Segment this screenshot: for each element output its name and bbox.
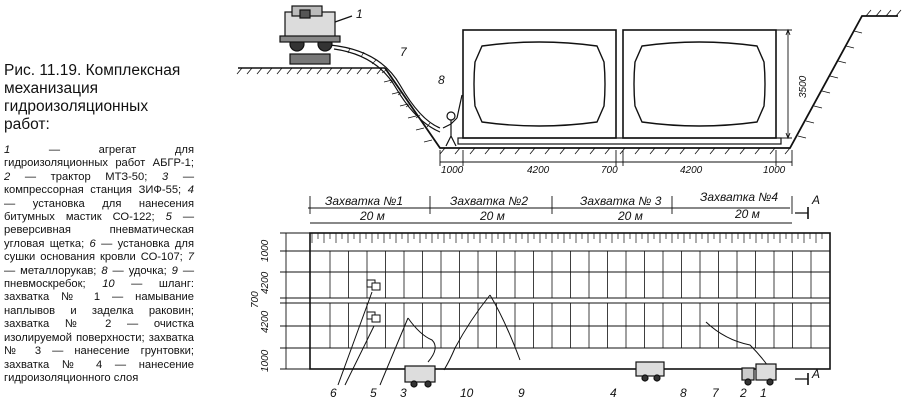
legend-item-9: 9 — пневмоскребок; xyxy=(4,264,195,291)
zone-4-length: 20 м xyxy=(734,207,760,221)
callout-7: 7 xyxy=(712,386,720,400)
svg-text:1000: 1000 xyxy=(260,239,271,262)
legend-item-2: 2 — трактор МТЗ-50; xyxy=(4,170,148,183)
svg-text:А: А xyxy=(811,193,820,207)
svg-text:1000: 1000 xyxy=(763,165,786,176)
slope-hatch-right xyxy=(797,9,902,139)
callout-9: 9 xyxy=(518,386,525,400)
slope-hatch-left xyxy=(383,79,433,143)
zone-3-label: Захватка № 3 xyxy=(580,194,662,208)
legend-item-1: 1 — агрегат для гидроизоляционных работ … xyxy=(4,144,194,170)
label-1-top: 1 xyxy=(356,7,363,21)
ground-hatch-left xyxy=(236,67,383,75)
zone-3-length: 20 м xyxy=(617,209,643,223)
callout-8: 8 xyxy=(680,386,687,400)
height-dim xyxy=(774,29,792,139)
label-8-top: 8 xyxy=(438,73,445,87)
culvert-left xyxy=(462,29,617,139)
svg-text:1000: 1000 xyxy=(441,165,464,176)
plan-view xyxy=(280,196,831,385)
pit-bottom-hatch xyxy=(439,147,791,155)
svg-text:4200: 4200 xyxy=(680,165,703,176)
svg-text:4200: 4200 xyxy=(260,310,271,333)
legend-item-5: 5 — реверсивная пневматическая угловая щ… xyxy=(4,211,195,250)
callout-10: 10 xyxy=(460,386,474,400)
bottom-dim-line xyxy=(439,150,793,166)
culvert-right xyxy=(622,29,777,139)
base-slab xyxy=(457,137,782,145)
svg-text:700: 700 xyxy=(250,291,261,308)
svg-text:4200: 4200 xyxy=(527,165,550,176)
svg-text:700: 700 xyxy=(601,165,618,176)
pit-outline xyxy=(384,15,898,149)
hose-7 xyxy=(329,44,441,129)
legend-item-10: 10 — шланг: xyxy=(102,278,195,291)
zone-1-length: 20 м xyxy=(359,209,385,223)
plan-ticks xyxy=(311,233,823,243)
plan-panels xyxy=(329,251,812,348)
label-7-top: 7 xyxy=(400,45,408,59)
bitumen-unit-4-icon xyxy=(635,361,665,377)
cross-section xyxy=(236,9,902,166)
compressor-3-icon xyxy=(404,365,436,383)
tractor-2-icon xyxy=(741,367,755,381)
zone-4-label: Захватка №4 xyxy=(700,190,778,204)
legend-item-6: 6 — установка для сушки основания кровли… xyxy=(4,237,195,264)
legend-stages: захватка № 1 — намывание наплывов и заде… xyxy=(4,291,194,384)
legend-item-8: 8 — удочка; xyxy=(101,264,167,277)
zone-2-label: Захватка №2 xyxy=(450,194,528,208)
callout-3: 3 xyxy=(400,386,407,400)
height-value: 3500 xyxy=(798,75,809,98)
figure-caption: Рис. 11.19. Комплексная механизация гидр… xyxy=(4,62,194,385)
callout-2: 2 xyxy=(739,386,747,400)
agregat-1-icon xyxy=(755,363,777,381)
caption-legend: 1 — агрегат для гидроизоляционных работ … xyxy=(4,144,194,385)
plan-hoses xyxy=(337,291,769,386)
callout-4: 4 xyxy=(610,386,617,400)
machine-1-icon xyxy=(279,5,353,65)
drying-unit-icons xyxy=(366,279,381,323)
callout-6: 6 xyxy=(330,386,337,400)
zone-2-length: 20 м xyxy=(479,209,505,223)
legend-item-3: 3 — компрессорная станция ЗИФ-55; xyxy=(4,170,195,197)
equipment-icons xyxy=(404,361,777,388)
callout-5: 5 xyxy=(370,386,377,400)
svg-text:А: А xyxy=(811,367,820,381)
svg-text:1000: 1000 xyxy=(260,349,271,372)
caption-title: Рис. 11.19. Комплексная механизация гидр… xyxy=(4,62,181,133)
legend-item-7: 7 — металлорукав; xyxy=(4,251,194,277)
zone-1-label: Захватка №1 xyxy=(325,194,403,208)
svg-text:4200: 4200 xyxy=(260,271,271,294)
legend-item-4: 4 — установка для нанесения битумных мас… xyxy=(4,184,195,224)
callout-1: 1 xyxy=(760,386,767,400)
